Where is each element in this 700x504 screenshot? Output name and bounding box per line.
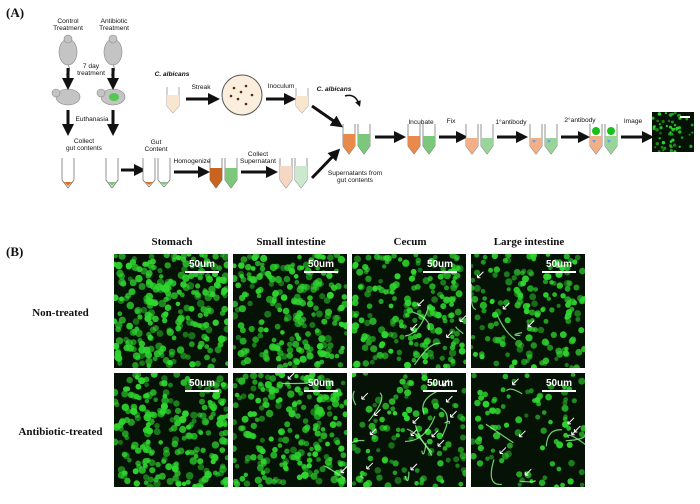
micrograph-non-treated-large-intestine: 50um — [471, 254, 585, 368]
scale-label: 50um — [545, 259, 573, 270]
panel-b-label: (B) — [6, 244, 24, 259]
supernatants-label: Supernatants from gut contents — [327, 170, 383, 185]
euthanasia-label: Euthanasia — [75, 116, 109, 123]
gut-content-tubes — [142, 158, 171, 188]
control-mouse-treated-icon — [51, 88, 81, 106]
result-thumbnail — [652, 112, 694, 152]
workflow-diagram — [51, 34, 654, 189]
micrograph-antibiotic-large-intestine: 50um — [471, 373, 585, 487]
scale-label: 50um — [307, 259, 335, 270]
scale-label: 50um — [188, 259, 216, 270]
scale-bar: 50um — [304, 378, 338, 392]
antibiotic-gut-tube — [105, 158, 119, 189]
incubated-tubes — [407, 124, 436, 155]
c-albicans-label-2: C. albicans — [316, 86, 352, 93]
scale-label: 50um — [188, 378, 216, 389]
collect-gut-contents-label: Collect gut contents — [66, 138, 102, 153]
scale-bar: 50um — [304, 259, 338, 273]
primary-antibody-label: 1°antibody — [495, 119, 527, 126]
scale-bar: 50um — [423, 378, 457, 392]
row-header-antibiotic-treated: Antibiotic-treated — [18, 426, 103, 438]
scale-bar: 50um — [185, 259, 219, 273]
collect-supernatant-label: Collect Supernatant — [240, 151, 276, 166]
scale-label: 50um — [545, 378, 573, 389]
control-treatment-label: Control Treatment — [53, 18, 83, 33]
homogenize-label: Homogenize — [173, 158, 211, 165]
fixed-tubes — [465, 124, 494, 155]
scale-bar: 50um — [185, 378, 219, 392]
scale-label: 50um — [307, 378, 335, 389]
micrograph-non-treated-small-intestine: 50um — [233, 254, 347, 368]
antibiotic-mouse-icon — [103, 34, 123, 76]
scale-bar: 50um — [423, 259, 457, 273]
antibiotic-mouse-treated-icon — [96, 88, 126, 106]
c-albicans-tube — [166, 87, 180, 114]
control-mouse-icon — [58, 34, 78, 76]
antibiotic-treatment-label: Antibiotic Treatment — [99, 18, 129, 33]
micrograph-non-treated-stomach: 50um — [114, 254, 228, 368]
scale-label: 50um — [426, 378, 454, 389]
incubate-label: Incubate — [408, 119, 434, 126]
micrograph-antibiotic-cecum: 50um — [352, 373, 466, 487]
inoculum-tube — [295, 88, 309, 114]
column-header-small-intestine: Small intestine — [256, 236, 326, 248]
column-header-large-intestine: Large intestine — [493, 236, 565, 248]
streak-label: Streak — [191, 84, 211, 91]
c-albicans-label: C. albicans — [154, 71, 190, 78]
scale-bar: 50um — [542, 259, 576, 273]
scale-bar: 50um — [542, 378, 576, 392]
secondary-antibody-tubes — [589, 124, 618, 155]
secondary-antibody-label: 2°antibody — [564, 117, 596, 124]
gut-content-label: Gut Content — [144, 139, 168, 154]
fix-label: Fix — [446, 118, 456, 125]
column-header-stomach: Stomach — [151, 236, 193, 248]
micrograph-antibiotic-stomach: 50um — [114, 373, 228, 487]
panel-a-label: (A) — [6, 5, 25, 20]
combined-tubes — [342, 124, 371, 155]
seven-day-treatment-label: 7 day treatment — [77, 63, 105, 78]
image-label: Image — [623, 118, 643, 125]
micrograph-non-treated-cecum: 50um — [352, 254, 466, 368]
primary-antibody-tubes — [529, 124, 558, 155]
column-header-cecum: Cecum — [393, 236, 427, 248]
control-gut-tube — [61, 158, 75, 189]
scale-label: 50um — [426, 259, 454, 270]
inoculum-label: Inoculum — [267, 83, 295, 90]
homogenized-tubes — [209, 158, 238, 189]
supernatant-tubes — [279, 158, 308, 189]
thumbnail-scale-bar — [680, 116, 690, 118]
petri-dish-icon — [221, 74, 263, 116]
row-header-non-treated: Non-treated — [32, 307, 89, 319]
micrograph-antibiotic-small-intestine: 50um — [233, 373, 347, 487]
